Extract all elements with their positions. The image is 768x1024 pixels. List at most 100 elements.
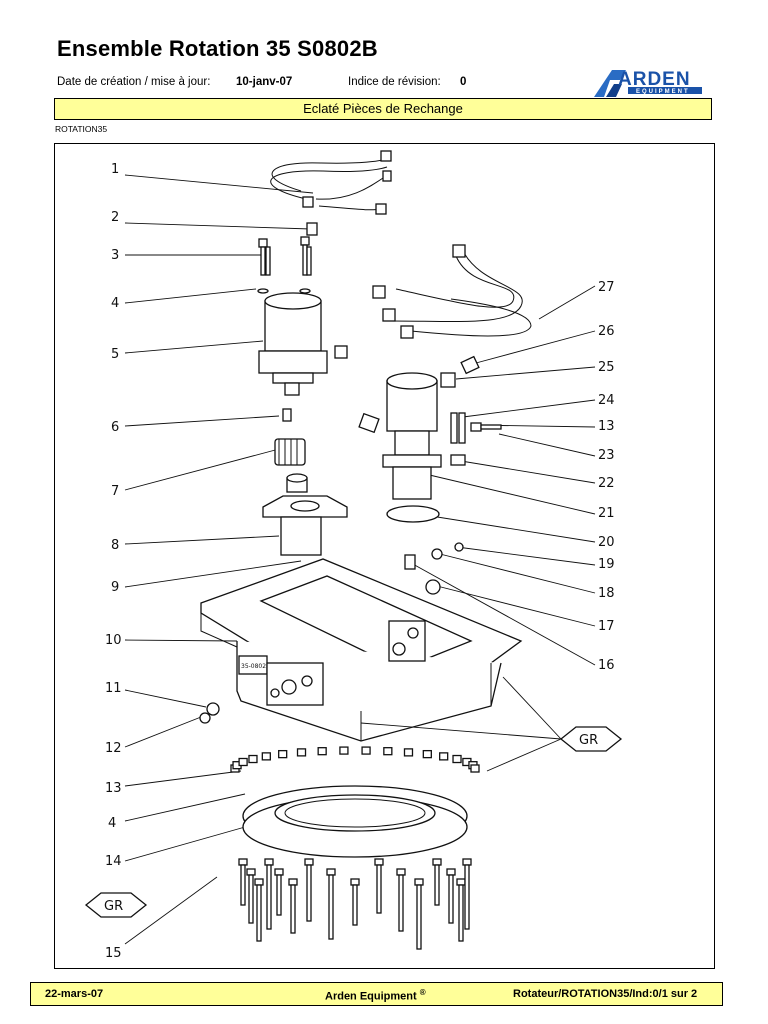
part-4-washer xyxy=(257,288,269,294)
nut xyxy=(422,749,432,759)
nut xyxy=(248,754,258,764)
callout-22: 22 xyxy=(598,476,615,491)
bolt xyxy=(396,868,406,932)
callout-3: 3 xyxy=(111,248,119,263)
bolt xyxy=(326,868,336,940)
callout-24: 24 xyxy=(598,393,615,408)
callout-18: 18 xyxy=(598,586,615,601)
part-4-washer-2 xyxy=(299,288,311,294)
left-callouts: 1 2 3 4 5 6 7 8 9 10 11 12 13 4 14 15 xyxy=(105,162,122,961)
callout-27: 27 xyxy=(598,280,615,295)
nut xyxy=(261,752,271,761)
gr-tag-1-label: GR xyxy=(579,733,598,748)
callout-13-left: 13 xyxy=(105,781,122,796)
nut xyxy=(361,746,371,755)
callout-21: 21 xyxy=(598,506,615,521)
bolt xyxy=(350,878,360,926)
date-value: 10-janv-07 xyxy=(236,76,292,88)
bolt xyxy=(254,878,264,942)
nut xyxy=(278,749,288,759)
bolt xyxy=(264,858,274,930)
footer-registered: ® xyxy=(419,988,426,997)
footer-date: 22-mars-07 xyxy=(45,988,104,1000)
reference-code: ROTATION35 xyxy=(55,124,108,134)
revision-label: Indice de révision: xyxy=(348,76,441,88)
logo-text: ARDEN xyxy=(618,69,691,90)
callout-11: 11 xyxy=(105,681,122,696)
callout-5: 5 xyxy=(111,347,119,362)
nut xyxy=(403,748,414,757)
logo-subtext: EQUIPMENT xyxy=(636,89,690,95)
part-24-screws xyxy=(450,412,466,444)
part-6-key xyxy=(282,408,292,422)
callout-7: 7 xyxy=(111,484,119,499)
section-banner: Eclaté Pièces de Rechange xyxy=(54,98,712,120)
callout-23: 23 xyxy=(598,448,615,463)
callout-9: 9 xyxy=(111,580,119,595)
footer-company-text: Arden Equipment xyxy=(325,990,417,1003)
callout-4-top: 4 xyxy=(111,296,119,311)
callout-25: 25 xyxy=(598,360,615,375)
nut xyxy=(470,764,480,773)
part-1-hose-assembly xyxy=(270,150,392,215)
exploded-diagram: 1 2 3 4 5 6 7 8 9 10 11 12 13 4 14 15 27… xyxy=(84,150,623,961)
part-21-rotary-joint xyxy=(358,372,442,500)
callout-17: 17 xyxy=(598,619,615,634)
exploded-view-frame: 1 2 3 4 5 6 7 8 9 10 11 12 13 4 14 15 27… xyxy=(54,143,715,969)
part-8-bush xyxy=(286,473,308,493)
frame-plate-text: 35-0802 xyxy=(241,663,266,670)
nut xyxy=(339,746,349,755)
callout-19: 19 xyxy=(598,557,615,572)
part-16-fitting xyxy=(404,554,416,570)
bolt xyxy=(288,878,298,934)
bolt xyxy=(456,878,466,942)
part-12-washer xyxy=(199,712,211,724)
part-15-bolts xyxy=(238,858,472,950)
part-19-plug xyxy=(454,542,464,552)
part-2-fitting xyxy=(306,222,318,236)
part-20-o-ring xyxy=(386,505,440,523)
logo-mark-shade-icon xyxy=(606,84,622,97)
revision-value-text: 0 xyxy=(460,76,467,88)
gr-tag-1: GR xyxy=(360,676,623,772)
callout-10: 10 xyxy=(105,633,122,648)
bolt xyxy=(432,858,442,906)
nut xyxy=(238,757,248,767)
part-10-frame-housing: 35-0802 xyxy=(200,558,523,742)
nut xyxy=(383,747,393,756)
bolt xyxy=(414,878,424,950)
part-5-hydraulic-motor xyxy=(258,292,348,396)
callout-16: 16 xyxy=(598,658,615,673)
part-23-bolt xyxy=(470,422,502,432)
bolt xyxy=(274,868,284,916)
part-18-plug xyxy=(431,548,443,560)
nut xyxy=(296,748,307,757)
part-25-fitting xyxy=(440,372,456,388)
date-value-text: 10-janv-07 xyxy=(236,76,293,88)
callout-15: 15 xyxy=(105,946,122,961)
logo-bar xyxy=(628,87,702,94)
part-27-hoses xyxy=(372,244,532,339)
callout-1: 1 xyxy=(111,162,119,177)
arden-logo: ARDEN EQUIPMENT xyxy=(594,69,702,97)
date-label: Date de création / mise à jour: xyxy=(57,76,211,88)
part-17-plug xyxy=(425,579,441,595)
callout-8: 8 xyxy=(111,538,119,553)
revision-value: 0 xyxy=(460,76,466,88)
part-26-fitting xyxy=(460,355,480,375)
nut xyxy=(452,754,462,764)
callout-13-right: 13 xyxy=(598,419,615,434)
page-footer: 22-mars-07 Arden Equipment ® Rotateur/RO… xyxy=(30,982,723,1006)
nut xyxy=(317,747,327,756)
bolt xyxy=(462,858,472,930)
part-13-nuts xyxy=(230,746,480,773)
bolt xyxy=(238,858,248,906)
part-14-slewing-ring xyxy=(242,785,468,858)
callout-4-bottom: 4 xyxy=(108,816,116,831)
bolt xyxy=(446,868,456,924)
footer-doc-ref: Rotateur/ROTATION35/Ind:0/1 sur 2 xyxy=(513,988,698,1000)
part-7-pinion-gear xyxy=(274,438,306,466)
logo-mark-icon xyxy=(594,70,626,97)
part-3-screws xyxy=(258,236,312,276)
part-11-nut xyxy=(206,702,220,716)
